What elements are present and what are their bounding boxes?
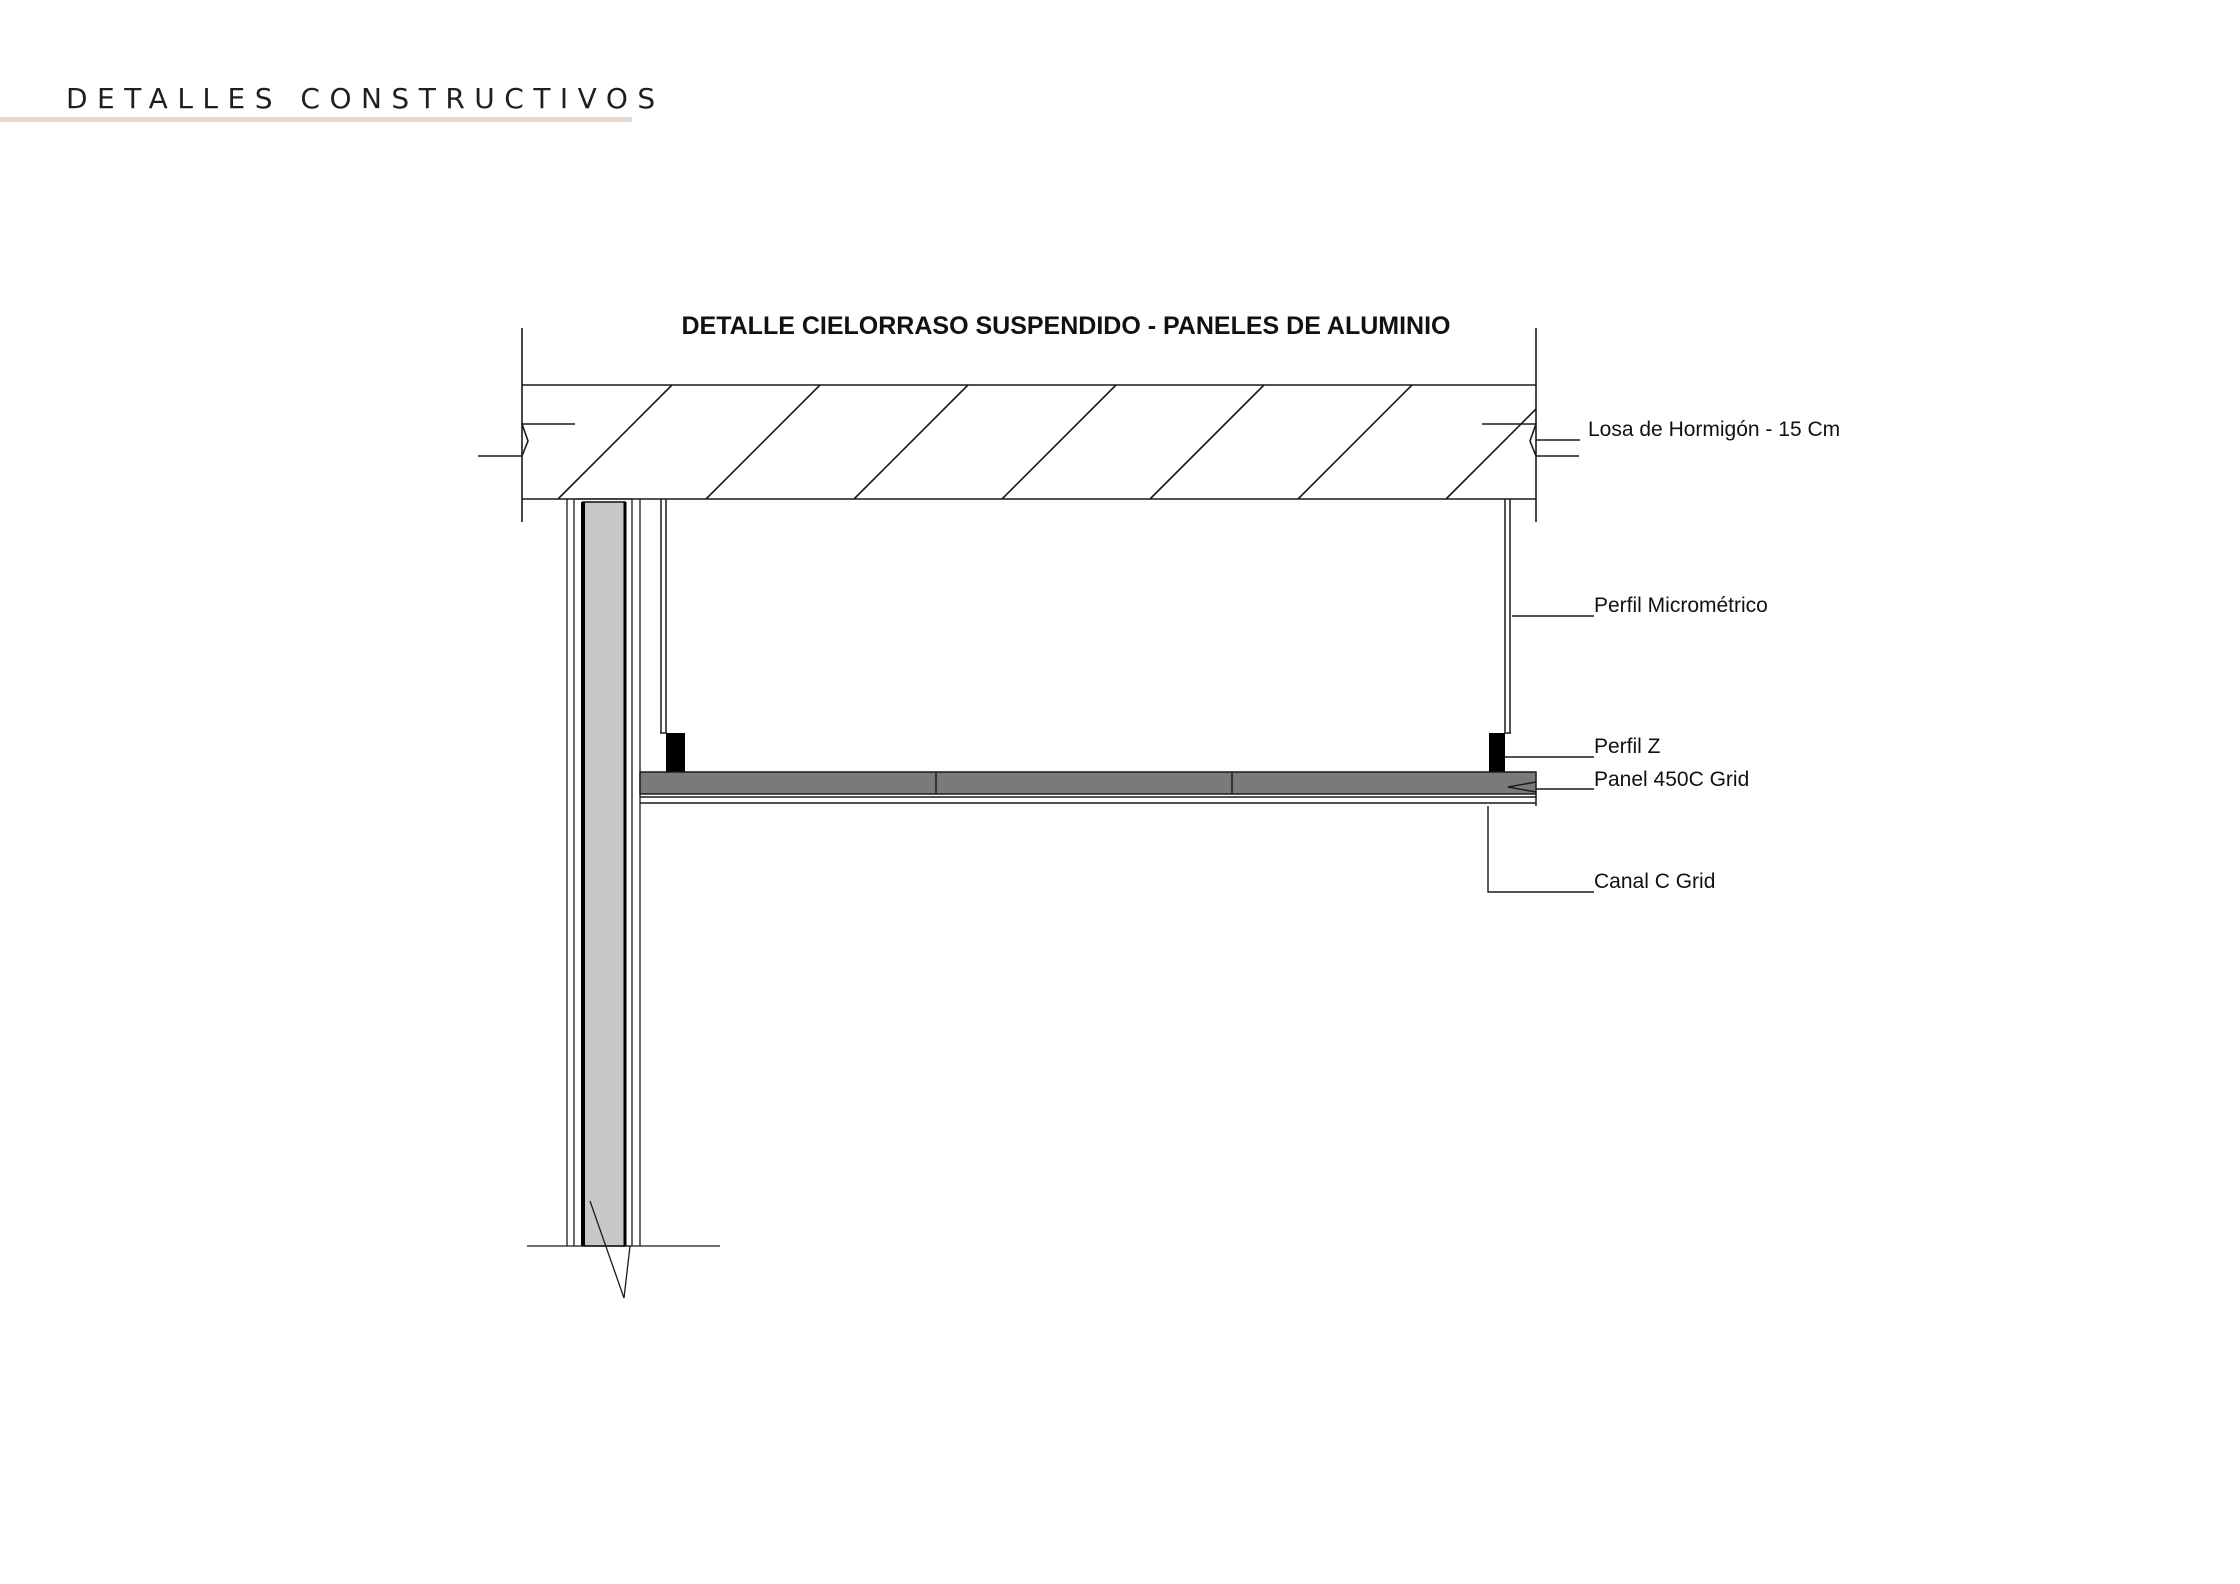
aluminium-panel <box>639 771 1537 795</box>
label-panel: Panel 450C Grid <box>1594 768 1749 791</box>
label-slab: Losa de Hormigón - 15 Cm <box>1588 418 1840 441</box>
detail-title: DETALLE CIELORRASO SUSPENDIDO - PANELES … <box>681 312 1450 340</box>
page-title: DETALLES CONSTRUCTIVOS <box>66 82 665 115</box>
micrometric-profile-hangers <box>660 499 1511 733</box>
page-header: DETALLES CONSTRUCTIVOS <box>66 82 665 115</box>
wall-section <box>527 498 720 1299</box>
header-underline <box>0 117 632 122</box>
label-z-profile: Perfil Z <box>1594 735 1661 758</box>
leader-lines <box>1487 439 1594 893</box>
concrete-slab <box>478 328 1579 522</box>
label-micrometric-profile: Perfil Micrométrico <box>1594 594 1768 617</box>
c-grid-channel <box>640 794 1537 806</box>
label-channel: Canal C Grid <box>1594 870 1715 893</box>
z-profile-clips <box>660 732 1511 772</box>
